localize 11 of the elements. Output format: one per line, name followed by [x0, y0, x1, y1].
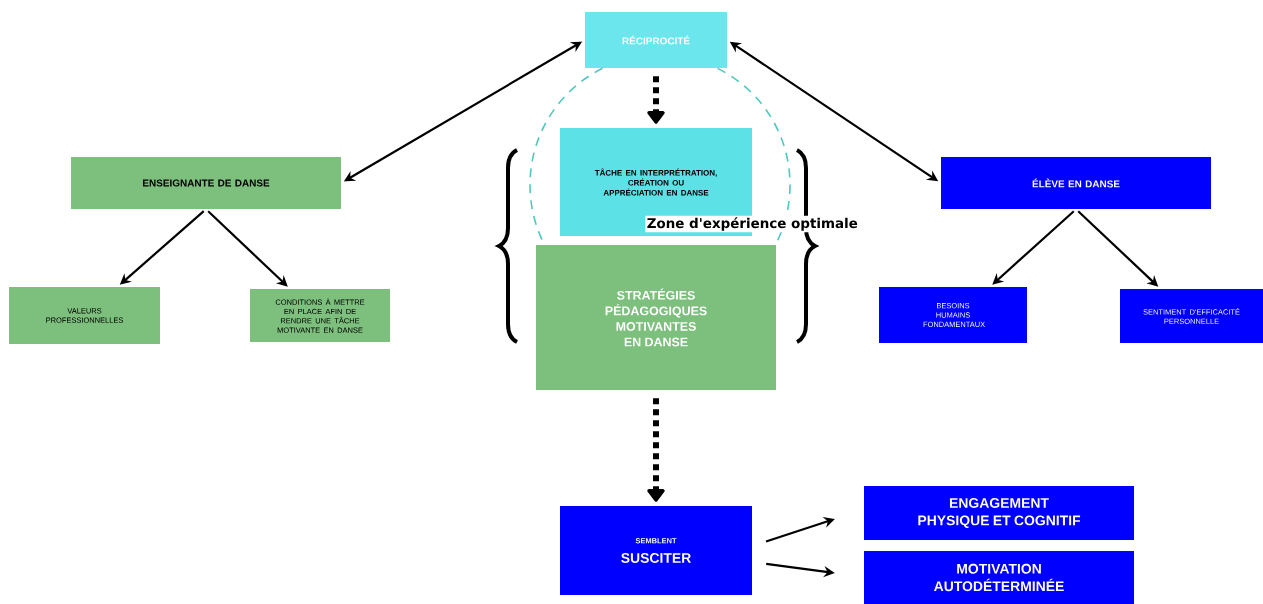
process-box: RÉCIPROCITÉ [585, 12, 727, 68]
process-box: ENGAGEMENT PHYSIQUE ET COGNITIF [864, 486, 1134, 540]
zone-label: Zone d'expérience optimale [645, 215, 860, 233]
process-box: MOTIVATION AUTODÉTERMINÉE [864, 551, 1134, 604]
arrow [647, 398, 665, 502]
process-box: ÉLÈVE EN DANSE [941, 157, 1211, 209]
arrow [992, 210, 1075, 285]
arrow [207, 210, 288, 287]
arrow [647, 76, 665, 124]
process-box: STRATÉGIES PÉDAGOGIQUES MOTIVANTES EN DANSE [536, 245, 776, 390]
process-box: ENSEIGNANTE DE DANSE [71, 157, 341, 209]
